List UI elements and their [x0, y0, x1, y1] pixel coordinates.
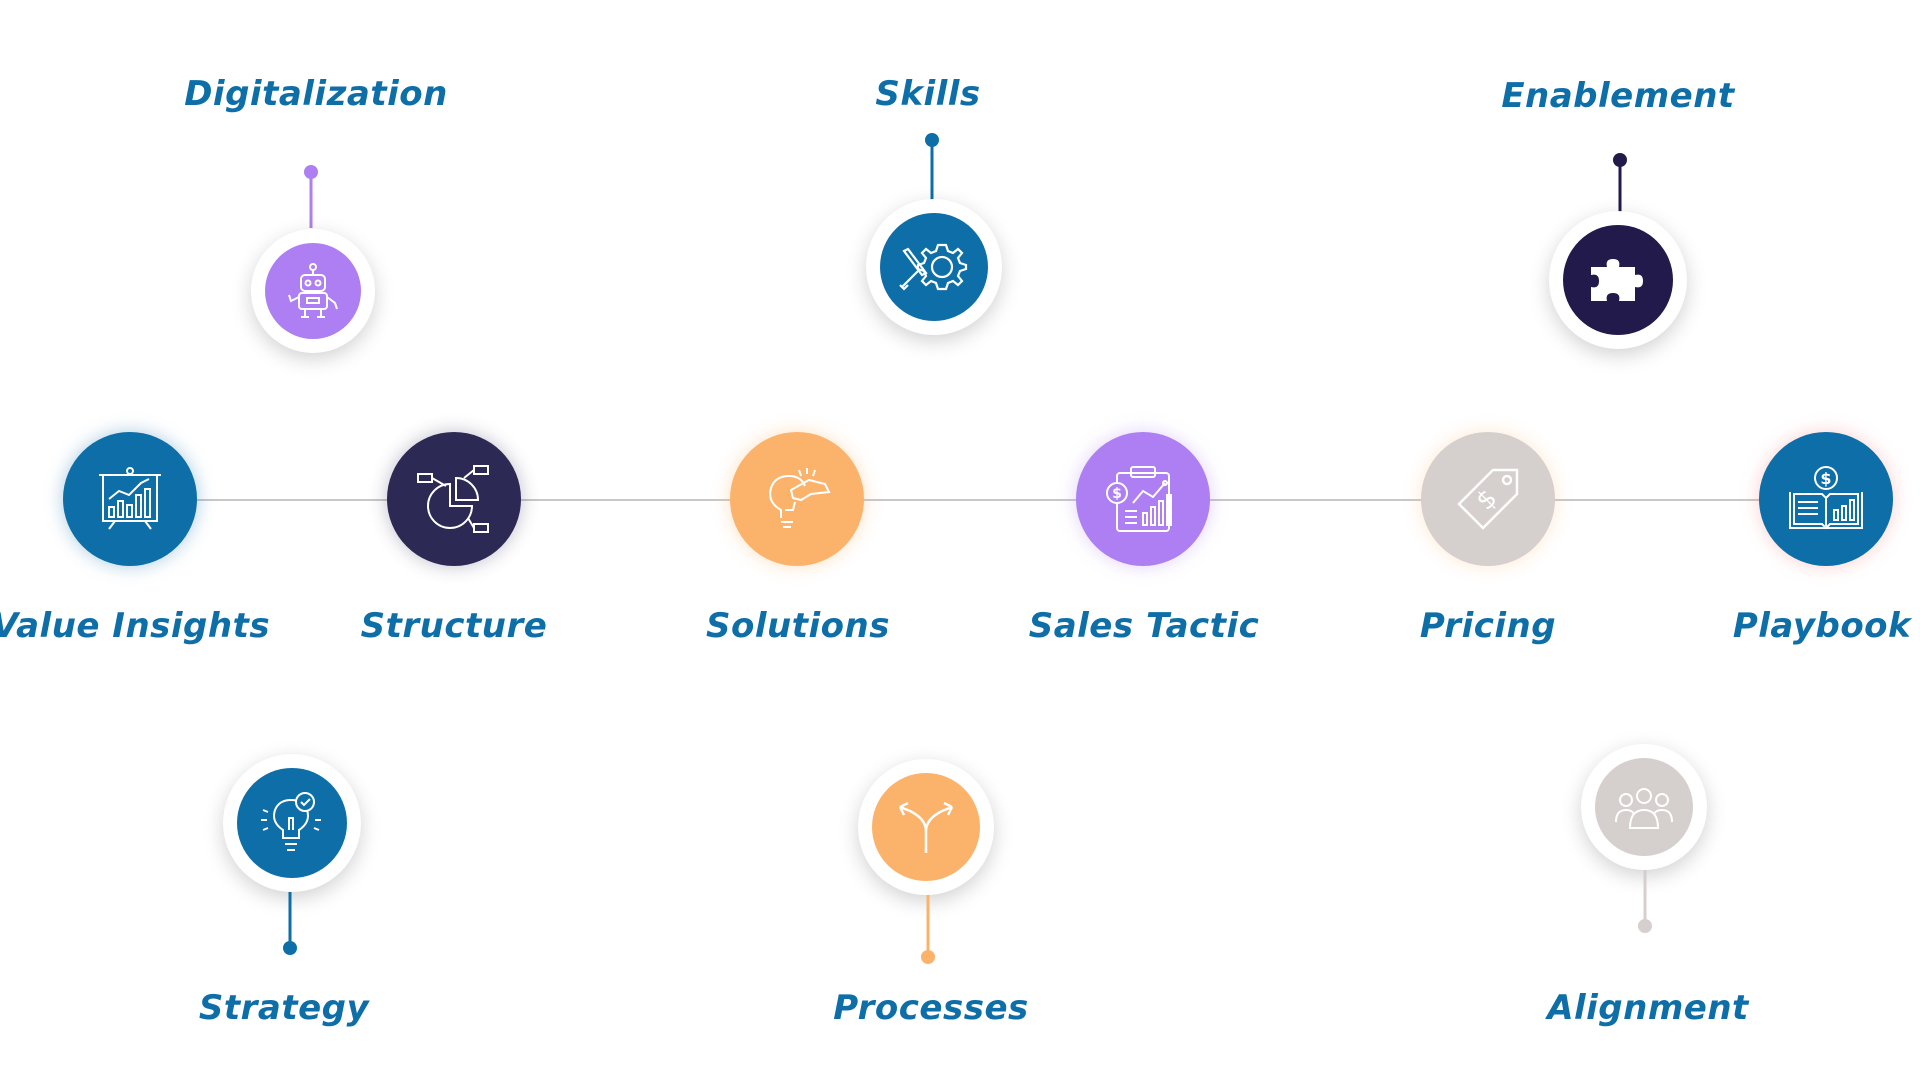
robot-icon — [288, 263, 338, 318]
book-dollar-icon: $ — [1789, 466, 1863, 530]
label-enablement: Enablement — [1501, 76, 1735, 116]
svg-text:$: $ — [1112, 486, 1122, 502]
node-pricing[interactable]: $ — [1421, 432, 1555, 566]
gear-tools-icon — [899, 243, 968, 291]
timeline-line — [130, 499, 1820, 501]
connector-stem — [309, 172, 313, 228]
svg-text:$: $ — [1820, 469, 1831, 488]
label-playbook: Playbook — [1732, 606, 1912, 646]
pie-chart-icon — [417, 465, 489, 533]
node-skills[interactable] — [866, 199, 1002, 335]
clipboard-chart-icon: $ — [1106, 466, 1172, 532]
label-sales-tactic: Sales Tactic — [1028, 606, 1260, 646]
idea-check-icon — [261, 792, 321, 851]
price-tag-icon: $ — [1457, 468, 1519, 530]
lightbulb-hand-icon — [769, 468, 831, 528]
node-enablement[interactable] — [1549, 211, 1687, 349]
node-alignment-circle — [1595, 758, 1693, 856]
connector-dot — [921, 950, 935, 964]
label-processes: Processes — [833, 988, 1029, 1028]
node-strategy[interactable] — [223, 754, 361, 892]
label-strategy: Strategy — [198, 988, 370, 1028]
puzzle-icon — [1591, 259, 1643, 301]
connector-stem — [288, 892, 292, 948]
node-alignment[interactable] — [1581, 744, 1707, 870]
node-processes[interactable] — [858, 759, 994, 895]
connector-stem — [1618, 160, 1622, 216]
presentation-chart-icon — [99, 467, 161, 530]
node-structure[interactable] — [387, 432, 521, 566]
connector-dot — [1638, 919, 1652, 933]
connector-dot — [283, 941, 297, 955]
label-structure: Structure — [360, 606, 548, 646]
split-arrows-icon — [898, 801, 954, 853]
label-alignment: Alignment — [1547, 988, 1749, 1028]
node-playbook[interactable]: $ — [1759, 432, 1893, 566]
label-solutions: Solutions — [706, 606, 890, 646]
node-strategy-circle — [237, 768, 347, 878]
connector-stem — [926, 895, 930, 957]
node-sales-tactic[interactable]: $ — [1076, 432, 1210, 566]
label-pricing: Pricing — [1419, 606, 1557, 646]
node-skills-circle — [880, 213, 988, 321]
label-skills: Skills — [875, 74, 981, 114]
node-solutions[interactable] — [730, 432, 864, 566]
label-digitalization: Digitalization — [184, 74, 448, 114]
label-value-insights: Value Insights — [0, 606, 271, 646]
node-value-insights[interactable] — [63, 432, 197, 566]
node-processes-circle — [872, 773, 980, 881]
node-digitalization[interactable] — [251, 229, 375, 353]
node-digitalization-circle — [265, 243, 361, 339]
connector-stem — [930, 140, 934, 206]
team-icon — [1615, 788, 1673, 829]
node-enablement-circle — [1563, 225, 1673, 335]
connector-stem — [1643, 870, 1647, 926]
